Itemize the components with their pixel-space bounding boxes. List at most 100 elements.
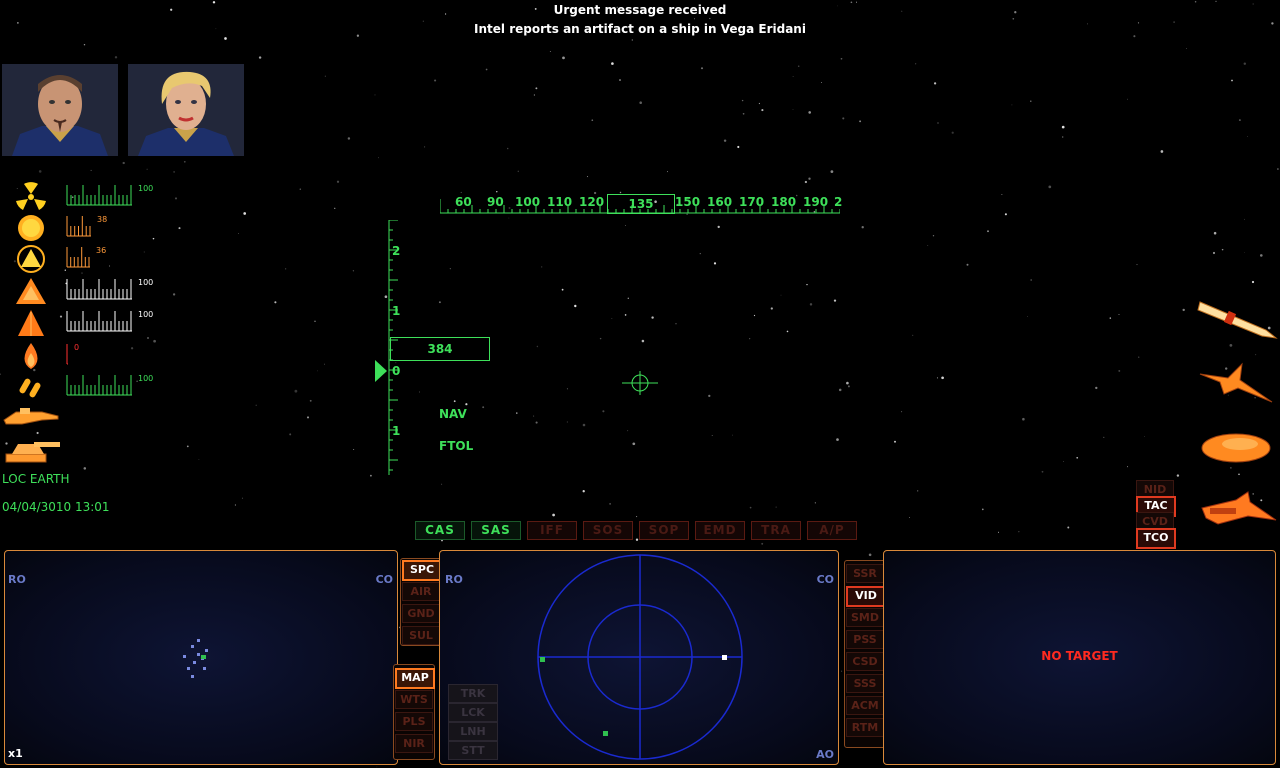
status-gauge-value: 100: [138, 374, 154, 383]
radar-corner-top-left: RO: [445, 573, 463, 586]
status-gauge-value: 36: [96, 246, 107, 255]
triangle-shield-icon: [14, 244, 48, 274]
sun-icon: [14, 213, 48, 243]
sensor-button-rtm[interactable]: RTM: [846, 718, 884, 737]
map-button-nir[interactable]: NIR: [395, 734, 433, 753]
pitch-tick-label: 1: [392, 424, 401, 438]
heading-tick-label: 60: [455, 195, 472, 209]
heading-tick-label: 190: [803, 195, 829, 209]
missile-icon: [1197, 301, 1278, 339]
cruiser-ship-icon: [1201, 491, 1277, 525]
sensor-button-pss[interactable]: PSS: [846, 630, 884, 649]
sensor-button-ssr[interactable]: SSR: [846, 564, 884, 583]
date-time-readout: 04/04/3010 13:01: [2, 500, 110, 514]
message-body: Intel reports an artifact on a ship in V…: [474, 22, 806, 36]
lock-button-lck[interactable]: LCK: [448, 703, 498, 722]
pitch-tick-label: 0: [392, 364, 401, 378]
sensor-button-acm[interactable]: ACM: [846, 696, 884, 715]
heading-tick-label: 180: [771, 195, 797, 209]
radar-contact-green: [540, 657, 545, 662]
system-button-ap[interactable]: A/P: [807, 521, 857, 540]
heading-tick-label: 120: [579, 195, 605, 209]
scan-button-sul[interactable]: SUL: [402, 626, 440, 645]
missile-pair-icon: [14, 372, 48, 402]
sensor-button-csd[interactable]: CSD: [846, 652, 884, 671]
system-button-tra[interactable]: TRA: [751, 521, 801, 540]
status-gauge-value: 100: [138, 310, 154, 319]
crosshair-icon: [622, 371, 658, 395]
current-heading: 135: [607, 194, 675, 214]
lock-button-lnh[interactable]: LNH: [448, 722, 498, 741]
pitch-tick-label: 2: [392, 244, 401, 258]
status-gauge: [66, 375, 134, 396]
map-corner-top-right: CO: [375, 573, 393, 586]
map-display-panel[interactable]: RO CO x1: [4, 550, 398, 765]
scan-button-spc[interactable]: SPC: [402, 560, 442, 581]
status-gauge-value: 0: [74, 343, 80, 352]
heading-tick-label: 100: [515, 195, 541, 209]
flame-icon: [14, 341, 48, 371]
warning-triangle-icon: [14, 276, 48, 306]
location-readout: LOC EARTH: [2, 472, 70, 486]
heading-tick-label: 150: [675, 195, 701, 209]
map-zoom-level[interactable]: x1: [8, 747, 23, 760]
map-button-wts[interactable]: WTS: [395, 690, 433, 709]
lock-button-stt[interactable]: STT: [448, 741, 498, 760]
system-button-sos[interactable]: SOS: [583, 521, 633, 540]
scan-button-air[interactable]: AIR: [402, 582, 440, 601]
status-gauge: [66, 344, 70, 365]
radar-corner-bottom-right: AO: [816, 748, 834, 761]
system-button-sop[interactable]: SOP: [639, 521, 689, 540]
heading-tick-label: 2: [834, 195, 843, 209]
pitch-tick-label: 1: [392, 304, 401, 318]
cannon-weapon-icon: [2, 406, 60, 428]
fighter-ship-icon: [1199, 362, 1273, 403]
radar-scope: [537, 554, 743, 760]
sensor-button-vid[interactable]: VID: [846, 586, 886, 607]
radar-contact-white: [722, 655, 727, 660]
status-gauge: [66, 311, 134, 332]
scan-button-gnd[interactable]: GND: [402, 604, 440, 623]
cargo-ship-icon: [1201, 433, 1271, 463]
sensor-button-smd[interactable]: SMD: [846, 608, 884, 627]
status-gauge: [66, 247, 92, 268]
message-title: Urgent message received: [553, 3, 727, 17]
target-display-panel[interactable]: NO TARGET: [883, 550, 1276, 765]
status-gauge: [66, 216, 93, 237]
system-button-cas[interactable]: CAS: [415, 521, 465, 540]
cone-triangle-icon: [14, 308, 48, 338]
radar-contact-green-2: [603, 731, 608, 736]
map-button-pls[interactable]: PLS: [395, 712, 433, 731]
heading-tick-label: 160: [707, 195, 733, 209]
flight-mode-label: FTOL: [439, 439, 474, 453]
status-gauge-value: 100: [138, 278, 154, 287]
pitch-ladder: [388, 220, 398, 475]
system-button-emd[interactable]: EMD: [695, 521, 745, 540]
system-button-sas[interactable]: SAS: [471, 521, 521, 540]
pitch-indicator-arrow: [375, 360, 387, 382]
status-gauge: [66, 185, 134, 206]
radar-corner-top-right: CO: [816, 573, 834, 586]
no-target-label: NO TARGET: [1041, 649, 1118, 663]
radar-display-panel[interactable]: RO CO AO: [439, 550, 839, 765]
copilot-portrait: [128, 64, 244, 156]
sensor-button-sss[interactable]: SSS: [846, 674, 884, 693]
system-button-iff[interactable]: IFF: [527, 521, 577, 540]
fleet-cluster-icon: [183, 639, 208, 678]
status-gauge-value: 100: [138, 184, 154, 193]
heading-tick-label: 90: [487, 195, 504, 209]
turret-weapon-icon: [4, 438, 62, 464]
speed-readout: 384: [390, 337, 490, 361]
view-button-tac[interactable]: TAC: [1136, 496, 1176, 517]
status-gauge: [66, 279, 134, 300]
heading-tick-label: 110: [547, 195, 573, 209]
view-button-tco[interactable]: TCO: [1136, 528, 1176, 549]
radiation-icon: [14, 182, 48, 212]
heading-tick-label: 170: [739, 195, 765, 209]
status-gauge-value: 38: [97, 215, 108, 224]
lock-button-trk[interactable]: TRK: [448, 684, 498, 703]
map-button-map[interactable]: MAP: [395, 668, 435, 689]
map-corner-top-left: RO: [8, 573, 26, 586]
pilot-portrait: [2, 64, 118, 156]
nav-mode-label: NAV: [439, 407, 467, 421]
